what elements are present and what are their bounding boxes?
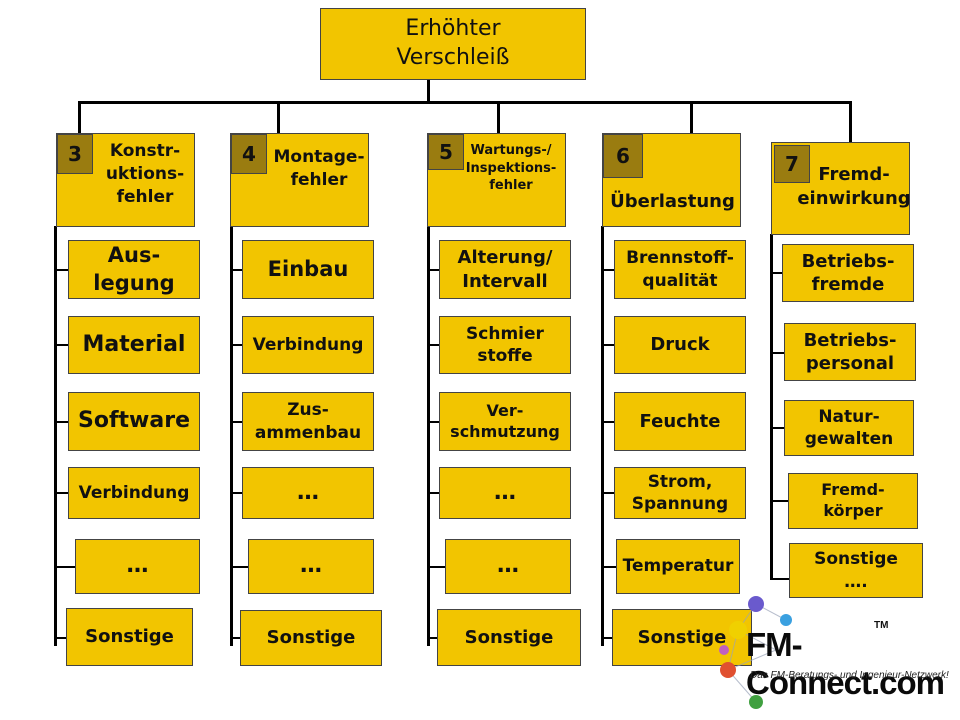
- cause-label: …: [126, 553, 149, 579]
- cause-label: Brennstoff- qualität: [626, 248, 734, 291]
- cause-box: Verbindung: [68, 467, 200, 519]
- cause-box: Aus- legung: [68, 240, 200, 299]
- cause-label: Einbau: [267, 256, 349, 281]
- category-title-6: Überlastung: [610, 191, 735, 212]
- cause-label: Natur- gewalten: [804, 406, 894, 449]
- cause-box: Sonstige: [612, 609, 752, 666]
- cause-box: Feuchte: [614, 392, 746, 451]
- cause-box: Schmier stoffe: [439, 316, 571, 374]
- cause-label: Betriebs- fremde: [801, 250, 895, 295]
- category-title-4: Montage- fehler: [273, 147, 365, 190]
- cause-label: Alterung/ Intervall: [457, 247, 553, 292]
- cause-label: …: [297, 479, 319, 505]
- cause-box: …: [75, 539, 200, 594]
- category-title-3: Konstr- uktions- fehler: [105, 141, 185, 207]
- cause-box: Sonstige: [437, 609, 581, 666]
- trunk-line-6: [601, 226, 604, 646]
- category-number-6: 6: [603, 134, 643, 178]
- category-header-3: 3 Konstr- uktions- fehler: [56, 133, 195, 227]
- cause-label: Druck: [650, 334, 710, 356]
- cause-box: Software: [68, 392, 200, 451]
- cause-box: Druck: [614, 316, 746, 374]
- category-title-7: Fremd- einwirkung: [797, 164, 911, 210]
- cause-box: Einbau: [242, 240, 374, 299]
- cause-box: Alterung/ Intervall: [439, 240, 571, 299]
- cause-box: Sonstige ….: [789, 543, 923, 598]
- drop-line-6: [690, 101, 693, 134]
- category-number-3: 3: [57, 134, 93, 174]
- cause-box: Brennstoff- qualität: [614, 240, 746, 299]
- trunk-line-4: [230, 226, 233, 646]
- cause-box: Sonstige: [66, 608, 193, 666]
- cause-label: Sonstige: [637, 626, 727, 648]
- cause-label: Software: [78, 408, 190, 434]
- molecule-graphic: [719, 596, 792, 709]
- cause-label: …: [494, 479, 516, 505]
- cause-label: Ver- schmutzung: [450, 400, 560, 441]
- cause-box: Material: [68, 316, 200, 374]
- drop-line-5: [497, 101, 500, 134]
- cause-box: Betriebs- personal: [784, 323, 916, 381]
- cause-label: Sonstige: [464, 626, 554, 648]
- cause-label: Schmier stoffe: [466, 323, 544, 366]
- cause-label: …: [497, 553, 519, 579]
- cause-label: Verbindung: [252, 334, 364, 355]
- root-node: Erhöhter Verschleiß: [320, 8, 586, 80]
- cause-box: …: [439, 467, 571, 519]
- cause-label: Feuchte: [639, 410, 721, 432]
- trunk-line-5: [427, 226, 430, 646]
- cause-box: Sonstige: [240, 610, 382, 666]
- trunk-line-7: [770, 234, 773, 580]
- cause-box: …: [248, 539, 374, 594]
- main-bus-line: [78, 101, 852, 104]
- cause-box: Ver- schmutzung: [439, 392, 571, 451]
- cause-label: Sonstige: [266, 627, 356, 649]
- logo-text: FM-Connect.com: [746, 626, 945, 701]
- cause-box: …: [242, 467, 374, 519]
- root-connector: [427, 80, 430, 102]
- logo-tagline: Das FM-Beratungs- und Ingenieur-Netzwerk…: [750, 670, 949, 681]
- cause-box: Fremd- körper: [788, 473, 918, 529]
- cause-label: Aus- legung: [93, 243, 175, 295]
- cause-box: Betriebs- fremde: [782, 244, 914, 302]
- cause-box: …: [445, 539, 571, 594]
- cause-label: Sonstige: [85, 626, 174, 648]
- category-title-5: Wartungs-/ Inspektions- fehler: [465, 143, 557, 194]
- cause-label: Temperatur: [622, 556, 734, 577]
- cause-label: …: [300, 553, 322, 579]
- category-number-4: 4: [231, 134, 267, 174]
- root-label: Erhöhter Verschleiß: [396, 16, 510, 70]
- category-header-7: 7 Fremd- einwirkung: [771, 142, 911, 235]
- drop-line-3: [78, 101, 81, 134]
- cause-box: Verbindung: [242, 316, 374, 374]
- category-header-6: 6 Überlastung: [602, 133, 741, 227]
- category-number-5: 5: [428, 134, 464, 170]
- cause-label: Verbindung: [78, 482, 190, 503]
- cause-label: Strom, Spannung: [631, 471, 729, 514]
- cause-box: Zus- ammenbau: [242, 392, 374, 451]
- category-number-7: 7: [774, 145, 810, 183]
- logo-trademark: TM: [874, 620, 889, 631]
- fm-connect-logo: FM-Connect.com TM Das FM-Beratungs- und …: [716, 590, 960, 716]
- cause-box: Temperatur: [616, 539, 740, 594]
- trunk-line-3: [54, 226, 57, 646]
- cause-label: Material: [82, 331, 186, 357]
- category-header-5: 5 Wartungs-/ Inspektions- fehler: [427, 133, 566, 227]
- cause-label: Sonstige ….: [814, 549, 898, 592]
- category-header-4: 4 Montage- fehler: [230, 133, 369, 227]
- drop-line-7: [849, 101, 852, 143]
- cause-label: Betriebs- personal: [803, 329, 897, 374]
- drop-line-4: [277, 101, 280, 134]
- cause-label: Fremd- körper: [821, 480, 885, 520]
- cause-box: Natur- gewalten: [784, 400, 914, 456]
- cause-label: Zus- ammenbau: [254, 400, 362, 443]
- cause-box: Strom, Spannung: [614, 467, 746, 519]
